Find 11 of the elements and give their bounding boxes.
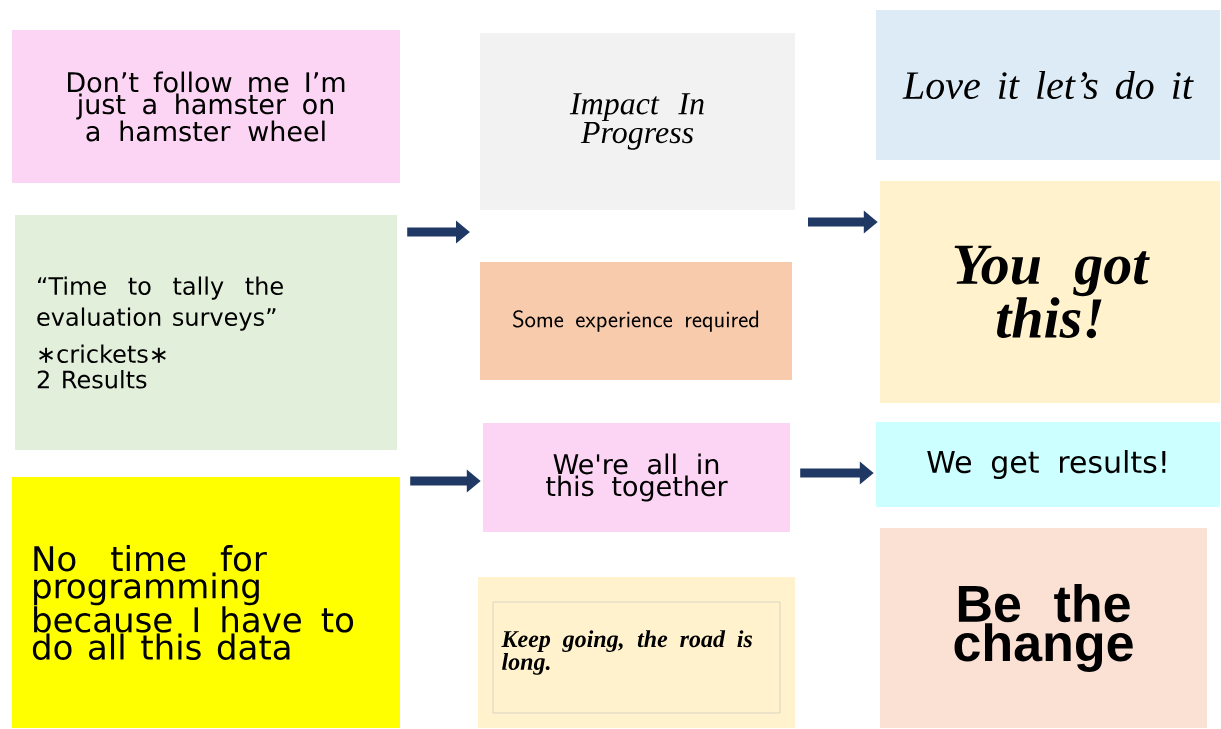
sticky-note: No time for programming because I have to do all this data <box>12 477 400 728</box>
sticky-note: Impact In Progress <box>480 33 795 210</box>
sticky-note: Love it let’s do it <box>876 10 1220 160</box>
sticky-note: Some experience required <box>480 262 792 380</box>
sticky-note: Be the change <box>880 528 1207 728</box>
sticky-note: Don’t follow me I’m just a hamster on a hamster wheel <box>12 30 400 183</box>
sticky-note: We get results! <box>876 422 1220 507</box>
sticky-note: We're all in this together <box>483 423 790 532</box>
sticky-note: “Time to tally the evaluation surveys” ∗crickets∗ 2 Results <box>15 215 397 450</box>
sticky-note: You got this! <box>880 181 1220 403</box>
sticky-note: Keep going, the road is long. <box>478 577 795 728</box>
